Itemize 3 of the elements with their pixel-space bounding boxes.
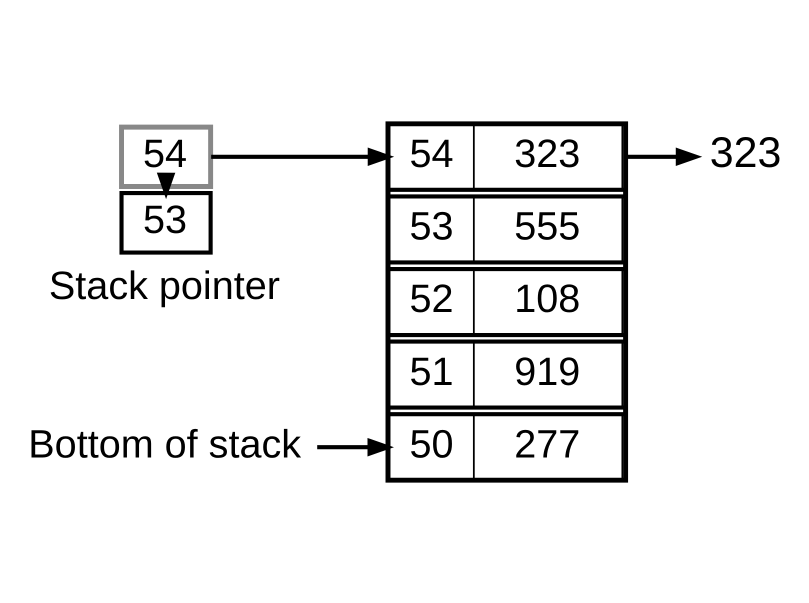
node-label: Stack pointer	[48, 264, 280, 308]
node-text: 323	[710, 128, 782, 177]
node-text: Bottom of stack	[28, 422, 302, 466]
